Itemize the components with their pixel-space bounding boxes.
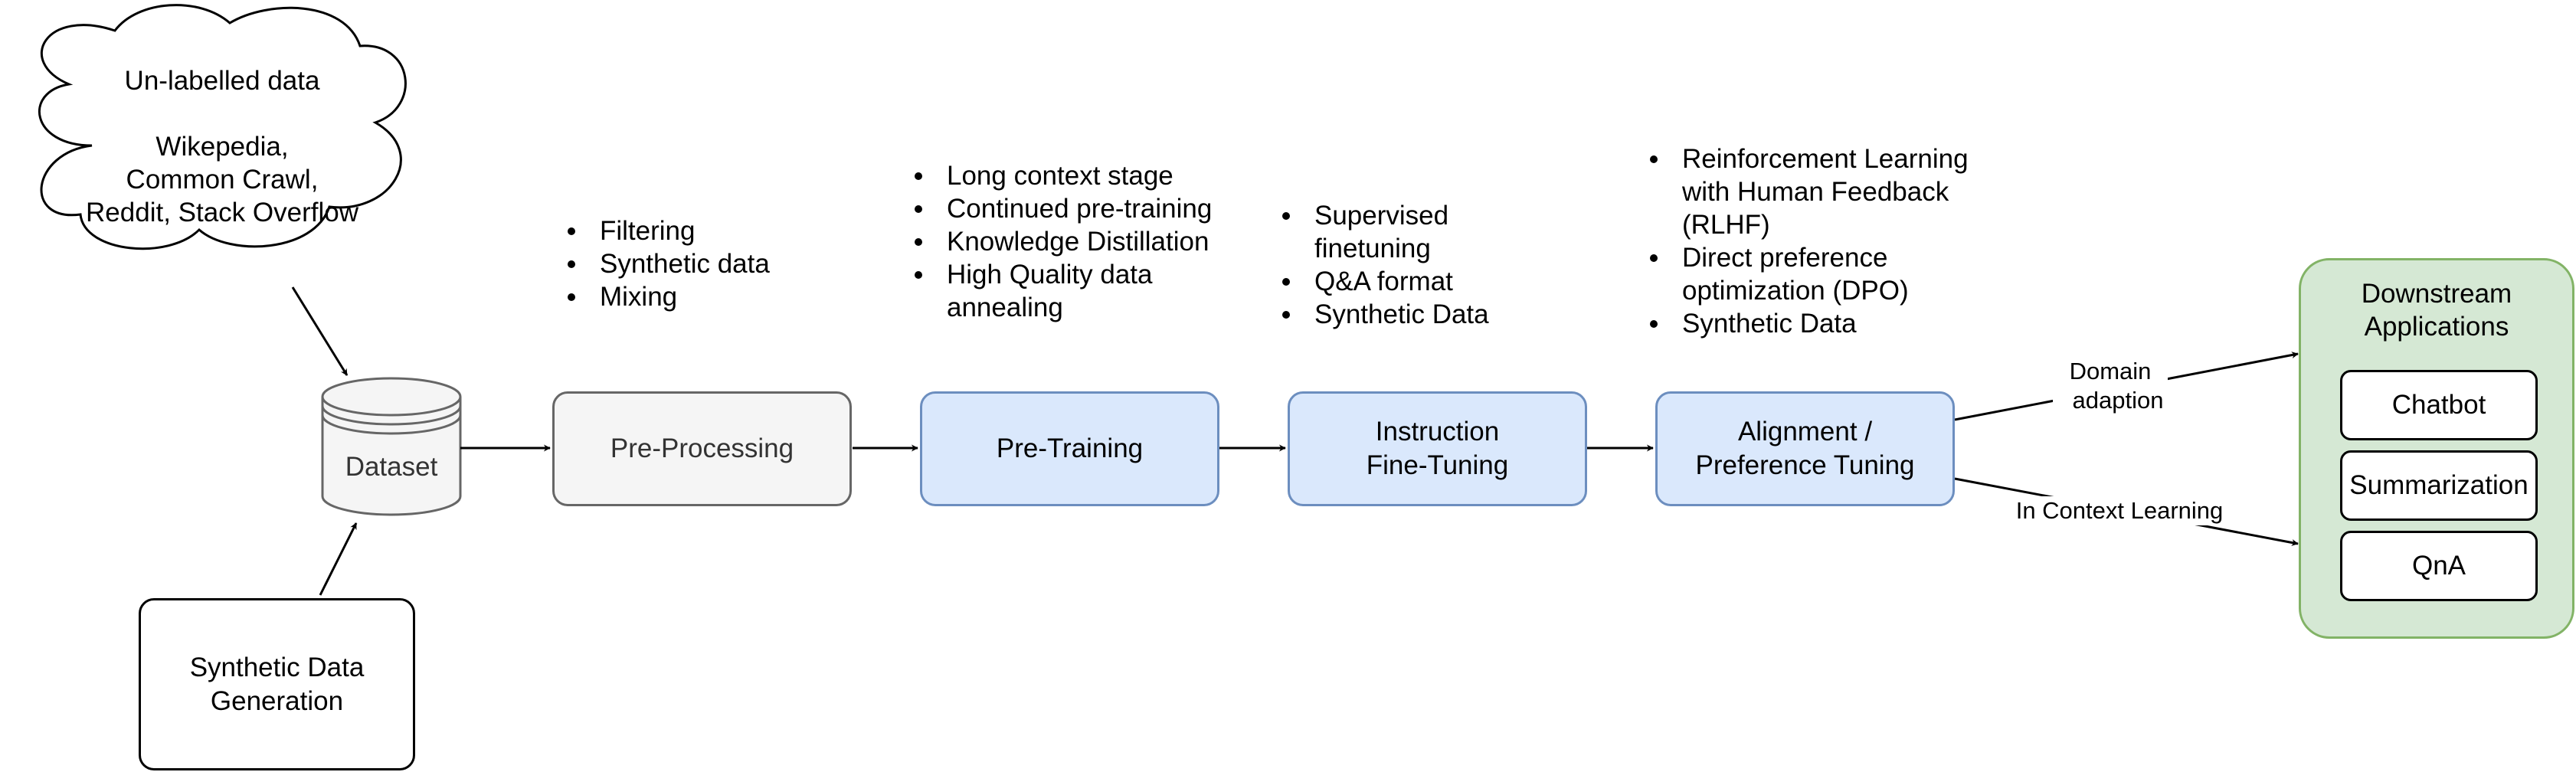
- bullet-item: Synthetic data: [563, 247, 823, 280]
- cloud-source: Common Crawl,: [126, 165, 319, 195]
- bullet-item: Q&A format: [1278, 265, 1507, 298]
- synthetic-data-generation-box: Synthetic Data Generation: [139, 598, 415, 770]
- panel-title-line: Downstream: [2361, 279, 2512, 309]
- preprocessing-bullets: Filtering Synthetic data Mixing: [563, 214, 823, 313]
- bullet-item: Long context stage: [910, 159, 1247, 192]
- downstream-applications-panel: Downstream Applications Chatbot Summariz…: [2299, 258, 2574, 639]
- bullet-item: Supervised finetuning: [1278, 199, 1507, 265]
- instruction-bullets: Supervised finetuning Q&A format Synthet…: [1278, 199, 1507, 331]
- edge-label-domain-adaption: Domain adaption: [2053, 357, 2168, 415]
- panel-title: Downstream Applications: [2301, 277, 2572, 343]
- cloud-text: Un-labelled data Wikepedia, Common Crawl…: [31, 64, 414, 229]
- bullet-item: Filtering: [563, 214, 823, 247]
- bullet-item: Direct preference optimization (DPO): [1645, 241, 1982, 307]
- preprocessing-box: Pre-Processing: [552, 391, 852, 506]
- dataset-cylinder-shape: [321, 377, 462, 516]
- box-label-line: Synthetic Data: [189, 652, 365, 682]
- bullet-item: Synthetic Data: [1645, 307, 1982, 340]
- cloud-shape: [38, 4, 407, 250]
- cloud-source: Reddit, Stack Overflow: [86, 198, 358, 227]
- edge-label-line: adaption: [2072, 387, 2164, 414]
- app-qna: QnA: [2340, 531, 2538, 601]
- arrow-cloud-to-dataset: [291, 286, 349, 376]
- pretraining-bullets: Long context stage Continued pre-trainin…: [910, 159, 1247, 324]
- cloud-title: Un-labelled data: [124, 66, 320, 96]
- bullet-item: Knowledge Distillation: [910, 225, 1247, 258]
- bullet-item: Reinforcement Learning with Human Feedba…: [1645, 142, 1982, 241]
- cloud-source: Wikepedia,: [155, 132, 289, 162]
- app-chatbot: Chatbot: [2340, 370, 2538, 440]
- box-label-line: Fine-Tuning: [1366, 450, 1509, 480]
- box-label: Pre-Training: [996, 433, 1144, 464]
- box-label-line: Alignment /: [1737, 417, 1873, 447]
- arrow-synthetic-to-dataset: [319, 522, 358, 596]
- bullet-item: Synthetic Data: [1278, 298, 1507, 331]
- app-summarization: Summarization: [2340, 450, 2538, 521]
- box-label-line: Preference Tuning: [1695, 450, 1915, 480]
- pretraining-box: Pre-Training: [920, 391, 1219, 506]
- bullet-item: High Quality data annealing: [910, 258, 1247, 324]
- dataset-label: Dataset: [345, 452, 438, 482]
- instruction-finetuning-box: Instruction Fine-Tuning: [1288, 391, 1587, 506]
- box-label-line: Generation: [210, 685, 344, 716]
- bullet-item: Continued pre-training: [910, 192, 1247, 225]
- panel-title-line: Applications: [2364, 312, 2509, 342]
- alignment-bullets: Reinforcement Learning with Human Feedba…: [1645, 142, 1982, 340]
- edge-label-in-context-learning: In Context Learning: [2001, 496, 2238, 525]
- alignment-preference-box: Alignment / Preference Tuning: [1655, 391, 1955, 506]
- box-label: Pre-Processing: [610, 433, 794, 464]
- bullet-item: Mixing: [563, 280, 823, 313]
- box-label-line: Instruction: [1375, 417, 1500, 447]
- edge-label-line: Domain: [2069, 358, 2152, 384]
